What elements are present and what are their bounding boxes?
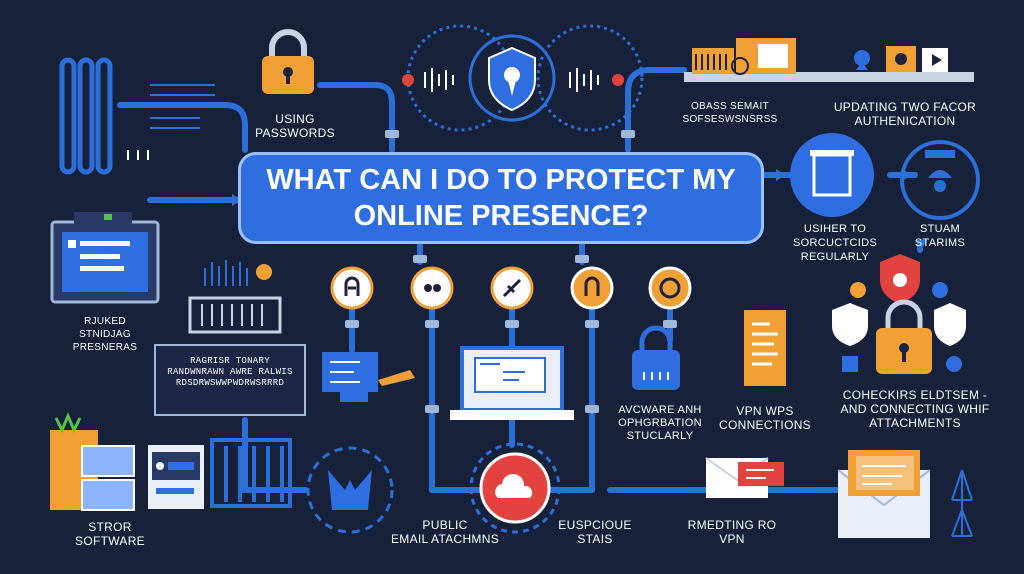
label-panel-text: RAGRISR TONARY RANDWNRAWN AWRE RALWIS RD… [167, 356, 293, 388]
user-circle-icon [900, 140, 980, 220]
signal-lines [150, 84, 215, 129]
label-stror-software: STROR SOFTWARE [75, 520, 145, 548]
browser-window-icon [50, 212, 160, 304]
laptop-key-icon [322, 352, 415, 402]
label-rjuked: RJUKED STNIDJAG PRESNERAS [72, 316, 138, 353]
label-vpn-wps: VPN WPS CONNECTIONS [719, 404, 811, 432]
info-panel [154, 344, 306, 416]
label-usiher: USIHER TO SORCUCTCIDS REGULARLY [793, 223, 877, 263]
label-avcware: AVCWARE ANH OPHGRBATION STUCLARLY [618, 404, 702, 442]
shield-cluster-icons [832, 254, 966, 374]
antenna-icons [951, 469, 973, 537]
lock-icon [262, 29, 314, 94]
label-cohecrirs: COHECKIRS ELDTSEM - AND CONNECTING WHIF … [840, 388, 990, 430]
page-title: WHAT CAN I DO TO PROTECT MY ONLINE PRESE… [238, 152, 764, 244]
radiator-icon [210, 438, 292, 508]
label-obass: OBASS SEMAIT SOFSESWSNSRSS [682, 101, 778, 125]
arrow-heads [232, 169, 927, 250]
label-euspcioue: EUSPCIOUE STAIS [558, 518, 632, 546]
connector-dots [345, 130, 677, 413]
label-public: PUBLIC EMAIL ATACHMNS [391, 518, 499, 546]
label-stuam: STUAM STARIMS [914, 223, 966, 249]
label-using-passwords: USING PASSWORDS [255, 112, 335, 140]
label-updating-2fa: UPDATING TWO FACOR AUTHENICATION [833, 100, 977, 128]
label-rmedting: RMEDTING RO VPN [687, 518, 777, 546]
mail-large-icon [837, 450, 931, 538]
document-strip-icon [684, 38, 974, 82]
laptop-icon [450, 346, 574, 420]
shield-network-icon [402, 24, 644, 132]
chip-icon [188, 260, 282, 334]
cloud-icon [469, 442, 561, 534]
device-circle-icon [790, 133, 874, 217]
document-icon [744, 310, 786, 386]
hook-icon [306, 446, 394, 534]
server-icon [59, 57, 149, 175]
envelope-icon [705, 457, 784, 498]
storage-stack-icon [50, 412, 204, 511]
feature-circle-icons [330, 266, 692, 310]
lock-icon [632, 325, 680, 390]
